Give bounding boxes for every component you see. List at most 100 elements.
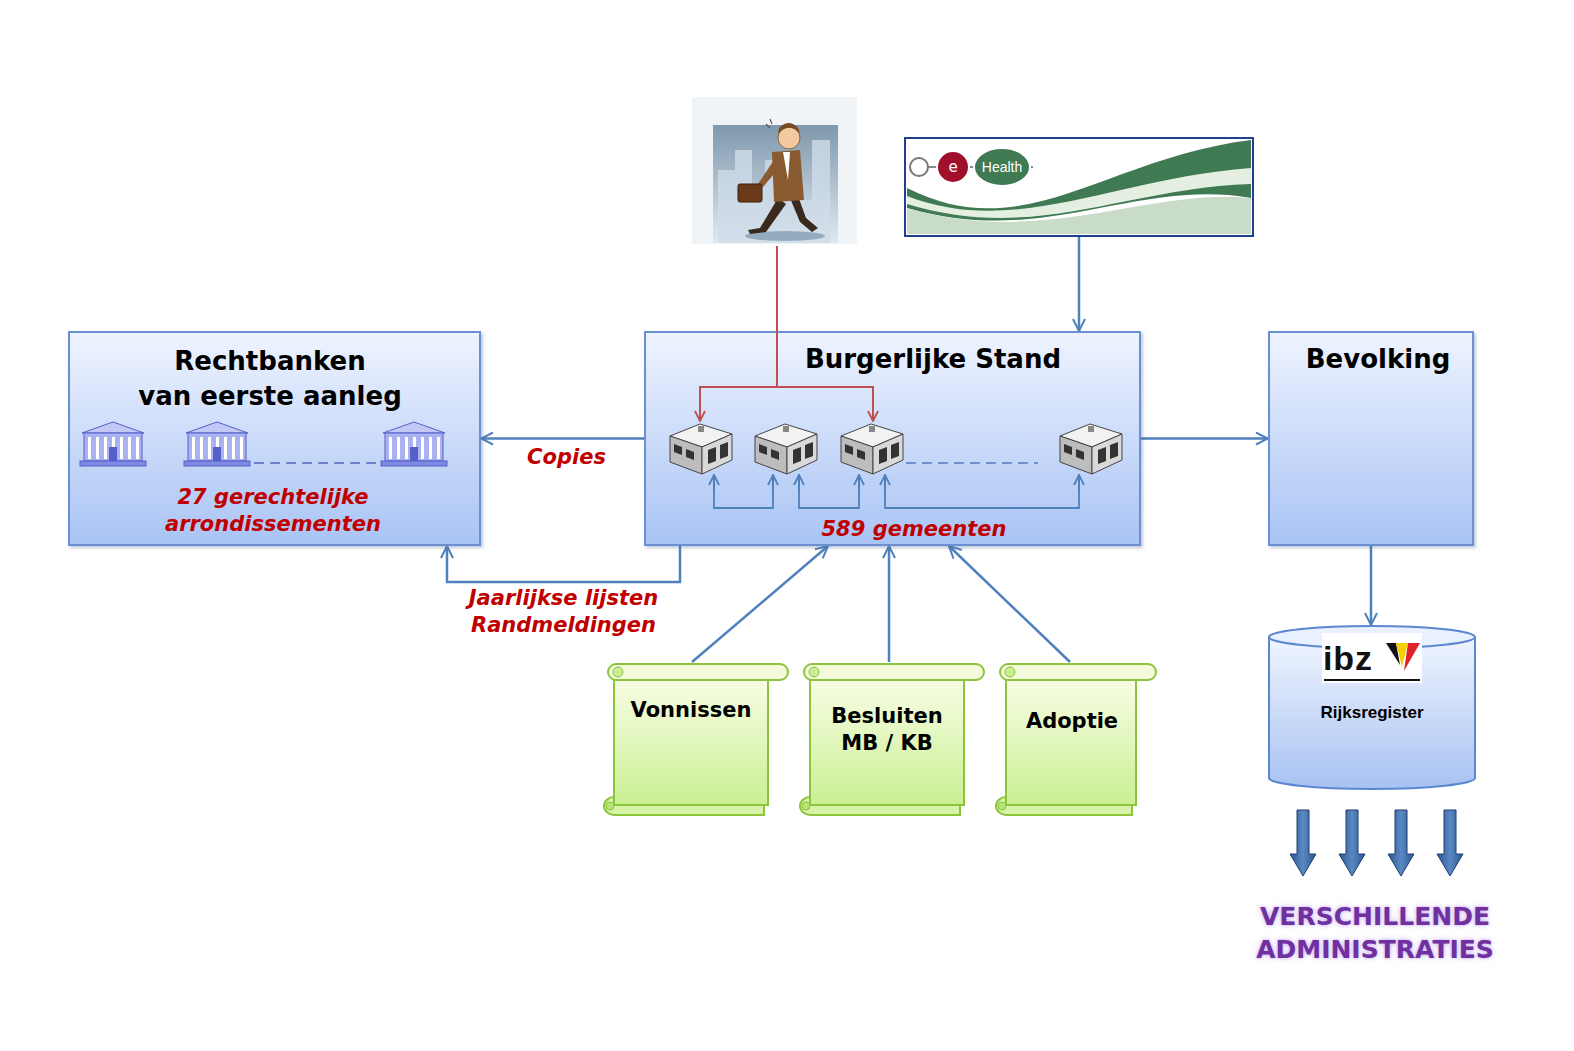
scroll-body	[810, 672, 964, 805]
node-title: Burgerlijke Stand	[805, 342, 1061, 377]
node-art	[596, 662, 790, 817]
roof	[383, 422, 445, 433]
node-title: Bevolking	[1306, 342, 1451, 377]
courthouse-icon	[184, 422, 250, 466]
edge-label: Copies	[524, 444, 609, 471]
document-scroll: Vonnissen	[596, 662, 790, 817]
logo-underline	[1324, 679, 1420, 681]
connector-arrow	[1141, 437, 1268, 440]
sweat-marks	[766, 119, 772, 128]
node-title: ibz	[1323, 636, 1373, 682]
column	[232, 437, 235, 459]
connector-arrow	[949, 546, 1070, 662]
dashed-continuation	[906, 462, 1038, 464]
node-title: e	[948, 157, 957, 177]
column	[397, 437, 400, 459]
node-title: Besluiten MB / KB	[831, 703, 942, 758]
person-illustration	[692, 97, 857, 244]
block-arrow	[1290, 810, 1316, 876]
windows	[845, 442, 899, 464]
column	[429, 437, 432, 459]
door	[213, 447, 221, 461]
hair	[778, 123, 800, 134]
block-arrow	[1437, 810, 1463, 876]
column	[405, 437, 408, 459]
chimney	[698, 426, 704, 432]
briefcase	[738, 184, 762, 202]
scroll-roll	[608, 664, 788, 680]
registry-box: Burgerlijke Stand 589 gemeenten	[644, 331, 1141, 546]
column	[192, 437, 195, 459]
door	[109, 447, 117, 461]
arm	[758, 160, 779, 187]
exchange-line	[799, 474, 859, 508]
flag-red	[1404, 643, 1420, 671]
scroll-curl	[998, 802, 1006, 810]
municipality-icon	[1060, 424, 1122, 474]
court-box: Rechtbanken van eerste aanleg 27 gerechte…	[68, 331, 481, 546]
municipality-icon	[841, 424, 903, 474]
leg	[748, 198, 786, 234]
scroll-curl	[606, 802, 614, 810]
municipality-icon	[670, 424, 732, 474]
column	[437, 437, 440, 459]
base	[184, 461, 250, 466]
door	[410, 447, 418, 461]
column	[200, 437, 203, 459]
exchange-arrow	[772, 475, 774, 493]
free-label: VERSCHILLENDE ADMINISTRATIES	[1256, 901, 1494, 966]
node-subtitle: Rijksregister	[1321, 702, 1424, 725]
exchange-arrow	[884, 475, 886, 493]
chimney	[1088, 426, 1094, 432]
document-scroll: Adoptie	[988, 662, 1158, 817]
population-box: Bevolking	[1268, 331, 1474, 546]
node-art	[988, 662, 1158, 817]
scroll-curl	[1005, 667, 1015, 677]
connector-arrow	[1078, 236, 1081, 331]
column	[88, 437, 91, 459]
scroll-bottom-roll	[996, 797, 1132, 815]
dashed-continuation	[254, 462, 378, 464]
node-title: Rechtbanken van eerste aanleg	[138, 344, 402, 414]
exchange-line	[885, 474, 1079, 508]
connector-arrow	[481, 437, 644, 440]
column	[240, 437, 243, 459]
exchange-arrow	[713, 475, 715, 493]
column	[96, 437, 99, 459]
node-subtitle: 27 gerechtelijke arrondissementen	[165, 484, 381, 539]
node-title: Vonnissen	[631, 697, 752, 724]
windows	[759, 442, 813, 464]
document-scroll: Besluiten MB / KB	[792, 662, 986, 817]
logo-dot	[937, 151, 969, 183]
citizen-arrow	[872, 386, 874, 421]
edge-label: Jaarlijkse lijsten Randmeldingen	[466, 585, 661, 640]
ehealth-logo: e Health	[905, 138, 1253, 236]
column	[421, 437, 424, 459]
column	[104, 437, 107, 459]
column	[120, 437, 123, 459]
windows	[1064, 442, 1118, 464]
courthouse-icon	[80, 422, 146, 466]
base	[80, 461, 146, 466]
scroll-curl	[613, 667, 623, 677]
exchange-arrow	[1078, 475, 1080, 493]
node-subtitle: Health	[982, 158, 1022, 177]
scroll-body	[1006, 672, 1136, 805]
city-background	[713, 125, 838, 243]
roof	[186, 422, 248, 433]
picture-frame	[692, 97, 857, 244]
scroll-roll	[804, 664, 984, 680]
exchange-arrow	[798, 475, 800, 493]
column	[224, 437, 227, 459]
shirt	[783, 152, 790, 180]
logo-frame	[905, 138, 1253, 236]
column	[208, 437, 211, 459]
scroll-curl	[802, 802, 810, 810]
suit	[772, 150, 804, 202]
facade	[84, 433, 142, 461]
chimney	[869, 426, 875, 432]
output-arrows	[1290, 810, 1463, 876]
leg	[790, 196, 818, 232]
facade	[188, 433, 246, 461]
node-subtitle: 589 gemeenten	[822, 516, 1007, 543]
